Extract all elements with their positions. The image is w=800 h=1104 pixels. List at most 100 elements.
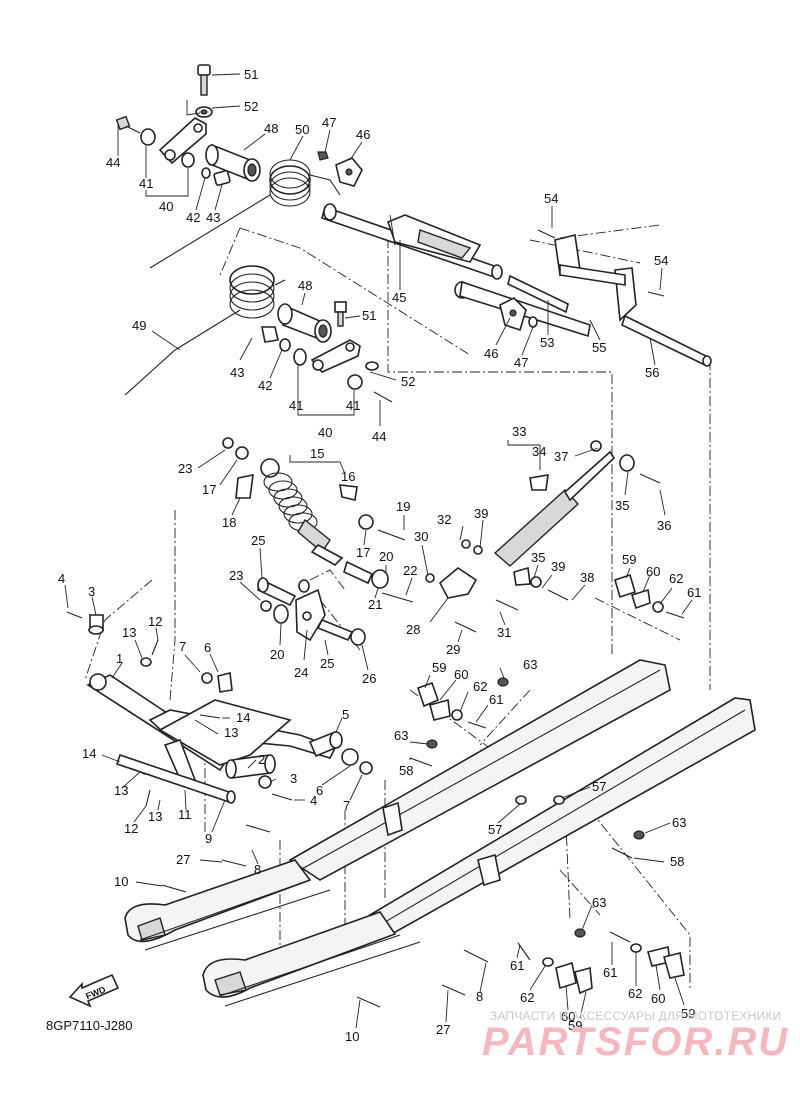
callout-31: 31	[497, 625, 511, 640]
callout-38: 38	[580, 570, 594, 585]
callout-44-b: 44	[372, 429, 386, 444]
callout-60: 60	[646, 564, 660, 579]
callout-35: 35	[615, 498, 629, 513]
callout-20-b: 20	[270, 647, 284, 662]
callout-42: 42	[186, 210, 200, 225]
callout-23-b: 23	[229, 568, 243, 583]
callout-52-b: 52	[401, 374, 415, 389]
callout-39: 39	[474, 506, 488, 521]
callout-60-d: 60	[651, 991, 665, 1006]
callout-27-b: 27	[436, 1022, 450, 1037]
callout-7-b: 7	[343, 798, 350, 813]
callout-60-b: 60	[454, 667, 468, 682]
callout-27: 27	[176, 852, 190, 867]
callout-62-c: 62	[520, 990, 534, 1005]
callout-13-d: 13	[148, 809, 162, 824]
callout-62-b: 62	[473, 679, 487, 694]
callout-33: 33	[512, 424, 526, 439]
callout-numbers: 51 52 44 41 40 42 43 48 50 47 46 54 54 4…	[58, 67, 701, 1044]
callout-62-d: 62	[628, 986, 642, 1001]
watermark-logo: PARTSFOR.RU	[482, 1020, 790, 1064]
callout-51: 51	[244, 67, 258, 82]
callout-24: 24	[294, 665, 308, 680]
rear-arm-upper-assembly	[115, 64, 712, 403]
callout-63: 63	[523, 657, 537, 672]
callout-4: 4	[58, 571, 65, 586]
callout-61: 61	[687, 585, 701, 600]
callout-8: 8	[254, 862, 261, 877]
callout-45: 45	[392, 290, 406, 305]
rear-shock-absorber	[425, 440, 661, 611]
callout-47: 47	[322, 115, 336, 130]
callout-40-b: 40	[318, 425, 332, 440]
callout-54-b: 54	[654, 253, 668, 268]
callout-59-c: 59	[568, 1018, 582, 1033]
callout-40: 40	[159, 199, 173, 214]
callout-11: 11	[178, 807, 192, 822]
callout-23: 23	[178, 461, 192, 476]
callout-57: 57	[488, 822, 502, 837]
callout-6: 6	[204, 640, 211, 655]
callout-35-b: 35	[531, 550, 545, 565]
callout-13-b: 13	[224, 725, 238, 740]
callout-54: 54	[544, 191, 558, 206]
callout-9: 9	[205, 831, 212, 846]
callout-56: 56	[645, 365, 659, 380]
callout-13: 13	[122, 625, 136, 640]
callout-1: 1	[116, 651, 123, 666]
callout-46: 46	[356, 127, 370, 142]
slide-rails	[124, 659, 756, 1008]
callout-3: 3	[88, 584, 95, 599]
callout-26: 26	[362, 671, 376, 686]
callout-48-b: 48	[298, 278, 312, 293]
callout-8-b: 8	[476, 989, 483, 1004]
callout-61-b: 61	[489, 692, 503, 707]
callout-17: 17	[202, 482, 216, 497]
callout-14: 14	[236, 710, 250, 725]
callout-34: 34	[532, 444, 546, 459]
callout-63-c: 63	[672, 815, 686, 830]
front-shock-absorber	[222, 437, 414, 603]
callout-61-c: 61	[510, 958, 524, 973]
fwd-arrow-icon: FWD	[68, 973, 120, 1008]
callout-55: 55	[592, 340, 606, 355]
callout-10-b: 10	[345, 1029, 359, 1044]
callout-10: 10	[114, 874, 128, 889]
shock-absorbers	[222, 437, 661, 611]
callout-16: 16	[341, 469, 355, 484]
callout-37: 37	[554, 449, 568, 464]
watermark-caption: ЗАПЧАСТИ И АКСЕССУАРЫ ДЛЯ МОТОТЕХНИКИ	[490, 1009, 782, 1023]
rear-stopper-parts	[416, 573, 685, 729]
callout-43-b: 43	[230, 365, 244, 380]
callout-17-b: 17	[356, 545, 370, 560]
callout-49: 49	[132, 318, 146, 333]
callout-28: 28	[406, 622, 420, 637]
callout-59: 59	[622, 552, 636, 567]
callout-21: 21	[368, 597, 382, 612]
callout-41: 41	[139, 176, 153, 191]
callout-43: 43	[206, 210, 220, 225]
callout-63-d: 63	[592, 895, 606, 910]
reference-lines	[84, 224, 711, 990]
diagram-code: 8GP7110-J280	[46, 1018, 133, 1033]
callout-29: 29	[446, 642, 460, 657]
callout-61-d: 61	[603, 965, 617, 980]
callout-62: 62	[669, 571, 683, 586]
torsion-spring-lower	[124, 265, 286, 396]
slide-rail-right	[202, 697, 756, 1007]
callout-14-b: 14	[82, 746, 96, 761]
callout-12-b: 12	[124, 821, 138, 836]
callout-59-b: 59	[432, 660, 446, 675]
callout-39-b: 39	[551, 559, 565, 574]
callout-52: 52	[244, 99, 258, 114]
callout-5: 5	[342, 707, 349, 722]
slide-rail-left	[124, 659, 671, 951]
callout-19: 19	[396, 499, 410, 514]
callout-53: 53	[540, 335, 554, 350]
callout-41-b: 41	[289, 398, 303, 413]
callout-48: 48	[264, 121, 278, 136]
callout-32: 32	[437, 512, 451, 527]
callout-63-b: 63	[394, 728, 408, 743]
callout-46-b: 46	[484, 346, 498, 361]
